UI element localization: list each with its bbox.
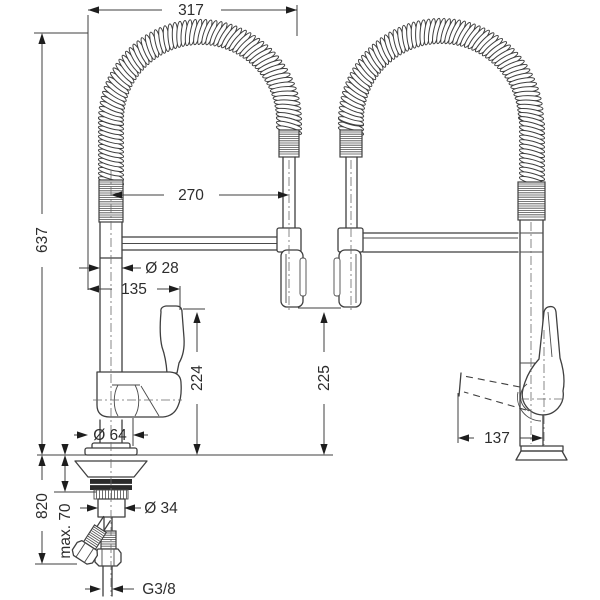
front-view [71, 18, 307, 597]
spring-sleeve-sprayer-side [339, 129, 363, 158]
side-view [333, 17, 568, 461]
sprayer-front [276, 156, 307, 308]
dim-label-handle-reach: 137 [484, 430, 510, 447]
dim-label-shank-diameter: Ø 34 [144, 500, 178, 517]
dim-label-overall-width: 317 [178, 2, 204, 19]
dim-label-hose-length: 820 [34, 493, 51, 519]
spring-sleeve-column-side [517, 181, 546, 221]
handle-swing-range [458, 372, 527, 411]
hose-ribs [82, 524, 108, 551]
mixer-body-front [96, 305, 185, 418]
spout-bar-front [121, 236, 278, 251]
dimension-lines: 317 270 637 Ø 28 135 224 225 Ø 64 137 82… [34, 2, 543, 598]
dim-label-spring-span: 270 [178, 187, 204, 204]
dimension-arrows [38, 6, 543, 593]
spring-sleeve-spout [278, 129, 300, 158]
supply-hose-vertical [94, 516, 122, 597]
supply-hose-diagonal [71, 515, 111, 565]
spring-hose-side [337, 17, 546, 186]
dim-label-height: 637 [34, 227, 51, 253]
dim-label-handle-height: 224 [189, 365, 206, 391]
dim-label-base-diameter: Ø 64 [93, 427, 127, 444]
spout-bar-side [362, 232, 519, 253]
dim-label-connection-thread: G3/8 [142, 581, 176, 598]
sprayer-side [333, 156, 364, 308]
handle-side [517, 305, 565, 422]
dim-label-max-deck-thickness: max. 70 [57, 503, 74, 559]
spring-hose-front [97, 18, 303, 186]
dim-label-riser-diameter: Ø 28 [145, 260, 179, 277]
dim-label-sprayer-clearance: 225 [316, 365, 333, 391]
thread-ribs [96, 490, 127, 499]
dim-label-spout-offset: 135 [121, 281, 147, 298]
